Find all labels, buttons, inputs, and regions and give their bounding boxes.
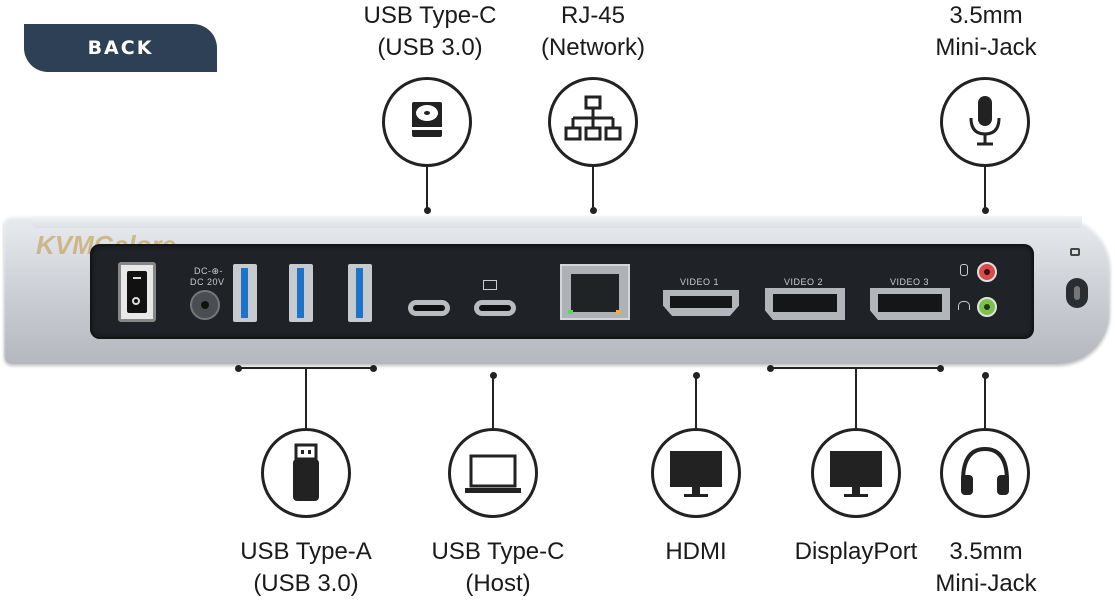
headphones-mini-icon [958,301,970,310]
headphone-dot [982,372,989,379]
microphone-icon [969,96,1001,146]
hard-drive-icon [412,102,442,137]
displayport-circle [811,428,901,518]
dc-label-symbol: DC-⊕- [194,266,224,276]
usb-a-port-2[interactable] [289,264,313,322]
back-button[interactable]: BACK [24,24,217,72]
dc-label: DC 20V [190,277,225,287]
usb-a-port-1[interactable] [233,264,257,322]
rear-port-panel: DC-⊕- DC 20V VIDEO 1 [90,244,1034,339]
dock-top-edge [32,216,1082,228]
rj45-dot [590,207,597,214]
usb-c-data-circle [382,77,472,167]
displayport-dot-right [937,365,944,372]
headphone-connector [984,376,986,430]
label-displayport: DisplayPort [794,538,918,565]
usb-a-connector [305,368,307,430]
mic-mini-icon [960,264,968,276]
laptop-mini-icon [483,280,497,290]
usb-c-host-dot [490,372,497,379]
label-usb-c-host: USB Type-C(Host) [431,538,565,597]
security-lock-slot[interactable] [1066,278,1088,308]
label-usb-a: USB Type-A(USB 3.0) [240,538,372,597]
usb-stick-icon [293,443,319,501]
monitor-icon [830,451,882,497]
displayport-dot-left [767,365,774,372]
mic-jack[interactable] [977,262,997,282]
mic-jack-dot [982,207,989,214]
hdmi-circle [651,428,741,518]
usb-a-dot-right [370,365,377,372]
video-2-label: VIDEO 2 [784,277,824,287]
video-3-label: VIDEO 3 [890,277,930,287]
usb-a-circle [261,428,351,518]
headphone-circle [940,428,1030,518]
rj45-port[interactable] [560,264,630,320]
usb-c-host-circle [448,428,538,518]
network-icon [564,95,622,141]
displayport-port-2[interactable] [870,288,950,320]
displayport-connector [855,368,857,430]
mic-jack-circle [940,77,1030,167]
usb-c-data-port[interactable] [408,300,450,316]
headphone-jack[interactable] [977,297,997,317]
hdmi-dot [693,372,700,379]
monitor-icon [670,451,722,497]
headphones-icon [961,446,1009,495]
power-switch[interactable] [118,262,156,322]
rj45-connector [592,167,594,209]
label-rj45: RJ-45(Network) [540,2,645,61]
hdmi-connector [695,376,697,430]
displayport-port-1[interactable] [765,288,845,320]
usb-c-data-dot [424,207,431,214]
docking-station: KVMGalore DC-⊕- DC 20V [4,216,1110,364]
usb-c-host-connector [492,376,494,430]
laptop-icon [465,454,521,493]
rj45-circle [548,77,638,167]
mic-jack-connector [984,167,986,209]
label-hdmi: HDMI [665,538,727,565]
usb-c-host-port[interactable] [474,300,516,316]
usb-a-port-3[interactable] [348,264,372,322]
usb-c-data-connector [426,167,428,209]
hdmi-port[interactable] [663,290,739,316]
lock-icon [1070,248,1080,256]
video-1-label: VIDEO 1 [680,277,720,287]
dc-power-jack[interactable] [190,290,220,320]
usb-a-dot-left [235,365,242,372]
label-usb-c-data: USB Type-C(USB 3.0) [363,2,497,61]
